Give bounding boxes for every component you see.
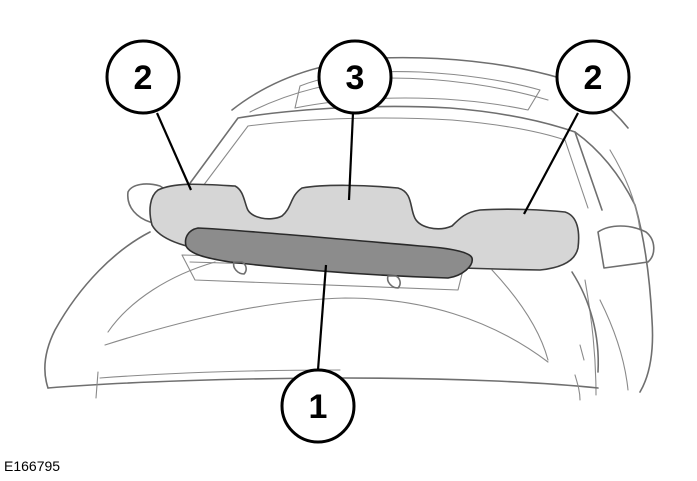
callout-center-panel: 3	[317, 39, 393, 115]
callout-label: 2	[584, 59, 603, 97]
callout-label: 2	[134, 59, 153, 97]
leader-line-center-panel	[347, 112, 355, 201]
callout-lower-roll: 1	[280, 368, 356, 444]
image-reference-code: E166795	[4, 458, 61, 474]
leader-line-right-panel	[523, 112, 579, 215]
callout-label: 3	[346, 59, 365, 97]
callout-left-side-panel: 2	[105, 39, 181, 115]
callout-right-side-panel: 2	[555, 39, 631, 115]
retaining-clips	[232, 261, 401, 289]
callout-label: 1	[309, 388, 328, 426]
leader-line-roll	[316, 264, 328, 371]
leader-line-left-panel	[155, 112, 193, 191]
windscreen-cover-roll	[184, 227, 473, 279]
